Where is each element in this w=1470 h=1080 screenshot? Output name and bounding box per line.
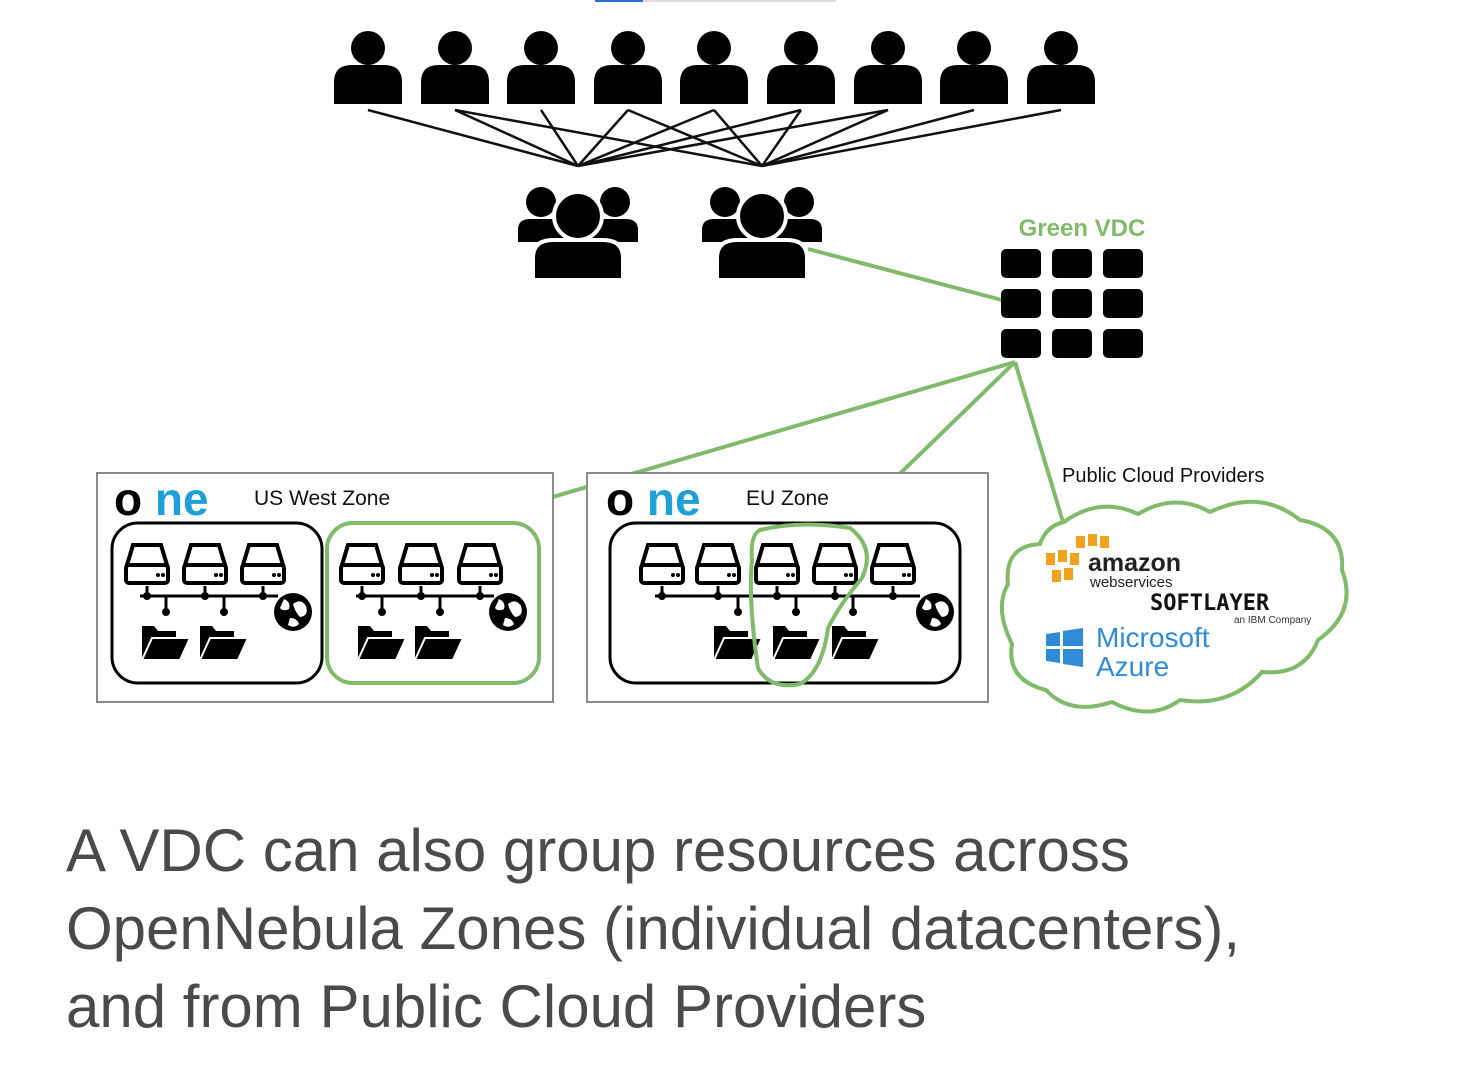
caption-line: A VDC can also group resources across xyxy=(66,817,1130,884)
user-link-line xyxy=(367,108,579,168)
amazon-logo-subtext: webservices xyxy=(1089,574,1173,591)
user-group-icon xyxy=(516,185,640,282)
vdc-grid-cell xyxy=(1052,289,1092,318)
bus-node xyxy=(220,608,228,616)
bus-node xyxy=(734,608,742,616)
user-icon xyxy=(507,31,575,104)
server-icon xyxy=(182,543,228,585)
user-link-line xyxy=(761,108,975,168)
user-icon xyxy=(680,31,748,104)
softlayer-logo-text: SOFTLAYER xyxy=(1150,591,1270,616)
amazon-logo-text: amazon xyxy=(1088,549,1181,577)
server-icon xyxy=(457,543,503,585)
vdc-grid-cell xyxy=(1052,329,1092,358)
bus-node xyxy=(259,592,267,600)
vdc-grid-cell xyxy=(1001,329,1041,358)
bus-node xyxy=(714,592,722,600)
top-progress-accent xyxy=(595,0,643,2)
vdc-grid-cell xyxy=(1103,289,1143,318)
user-icon xyxy=(940,31,1008,104)
user-link-line xyxy=(577,108,889,168)
user-icon xyxy=(854,31,922,104)
group-to-vdc-line xyxy=(807,247,1003,302)
user-icon xyxy=(594,31,662,104)
bus-node xyxy=(417,592,425,600)
user-link-line xyxy=(761,108,1062,168)
zone-eu: o ne EU Zone xyxy=(586,472,989,703)
user-link-line xyxy=(577,109,629,167)
vdc-grid-cell xyxy=(1052,249,1092,278)
user-connections xyxy=(367,108,1062,168)
vdc-grid-icon xyxy=(1001,249,1143,358)
users-row xyxy=(334,31,1095,104)
bus-node xyxy=(792,608,800,616)
user-link-line xyxy=(577,108,802,168)
caption-line: OpenNebula Zones (individual datacenters… xyxy=(66,895,1241,962)
bus-node xyxy=(201,592,209,600)
azure-logo-subtext: Azure xyxy=(1096,651,1169,682)
public-cloud-label: Public Cloud Providers xyxy=(1062,465,1264,487)
slide-caption: A VDC can also group resources across Op… xyxy=(66,812,1446,1046)
user-link-line xyxy=(539,109,580,167)
globe-icon xyxy=(489,593,527,631)
server-icon xyxy=(754,543,800,585)
opennebula-logo: o ne xyxy=(114,473,209,525)
user-link-line xyxy=(760,109,803,167)
user-icon xyxy=(334,31,402,104)
server-icon xyxy=(639,543,685,585)
zone-name-us-west: US West Zone xyxy=(254,487,390,510)
bus-node xyxy=(143,592,151,600)
server-icon xyxy=(240,543,286,585)
globe-icon xyxy=(274,593,312,631)
bus-node xyxy=(476,592,484,600)
eu-selection-outline xyxy=(748,522,869,688)
bus-node xyxy=(831,592,839,600)
user-link-line xyxy=(577,108,715,168)
vdc-to-cloud-line xyxy=(1013,361,1065,523)
vdc-diagram: Green VDC o ne US West Zone o ne EU Zone… xyxy=(96,31,1349,714)
green-vdc-label: Green VDC xyxy=(1019,215,1146,242)
server-icon xyxy=(695,543,741,585)
vdc-grid-cell xyxy=(1001,289,1041,318)
user-groups xyxy=(516,185,824,282)
server-icon xyxy=(339,543,385,585)
vdc-grid-cell xyxy=(1001,249,1041,278)
top-progress-track xyxy=(643,0,836,2)
softlayer-logo-subtext: an IBM Company xyxy=(1234,615,1311,626)
zone-name-eu: EU Zone xyxy=(746,487,829,510)
caption-line: and from Public Cloud Providers xyxy=(66,973,927,1040)
user-link-line xyxy=(627,108,763,168)
zone-us-west: o ne US West Zone xyxy=(96,472,554,703)
bus-node xyxy=(436,608,444,616)
bus-node xyxy=(658,592,666,600)
windows-logo-icon xyxy=(1046,628,1083,667)
vdc-grid-cell xyxy=(1103,249,1143,278)
user-icon xyxy=(1027,31,1095,104)
user-icon xyxy=(421,31,489,104)
server-icon xyxy=(870,543,916,585)
bus-node xyxy=(162,608,170,616)
user-link-line xyxy=(454,108,579,168)
server-icon xyxy=(398,543,444,585)
server-icon xyxy=(812,543,858,585)
user-link-line xyxy=(761,108,889,168)
vdc-grid-cell xyxy=(1103,329,1143,358)
user-icon xyxy=(767,31,835,104)
opennebula-logo: o ne xyxy=(606,473,701,525)
globe-icon xyxy=(916,593,954,631)
aws-cubes-icon xyxy=(1046,534,1109,582)
user-link-line xyxy=(454,108,763,168)
bus-node xyxy=(773,592,781,600)
bus-node xyxy=(889,592,897,600)
bus-node xyxy=(358,592,366,600)
bus-node xyxy=(378,608,386,616)
azure-logo-text: Microsoft xyxy=(1096,622,1210,653)
bus-node xyxy=(849,608,857,616)
server-icon xyxy=(124,543,170,585)
user-group-icon xyxy=(700,185,824,282)
cloud-icon xyxy=(999,499,1349,714)
